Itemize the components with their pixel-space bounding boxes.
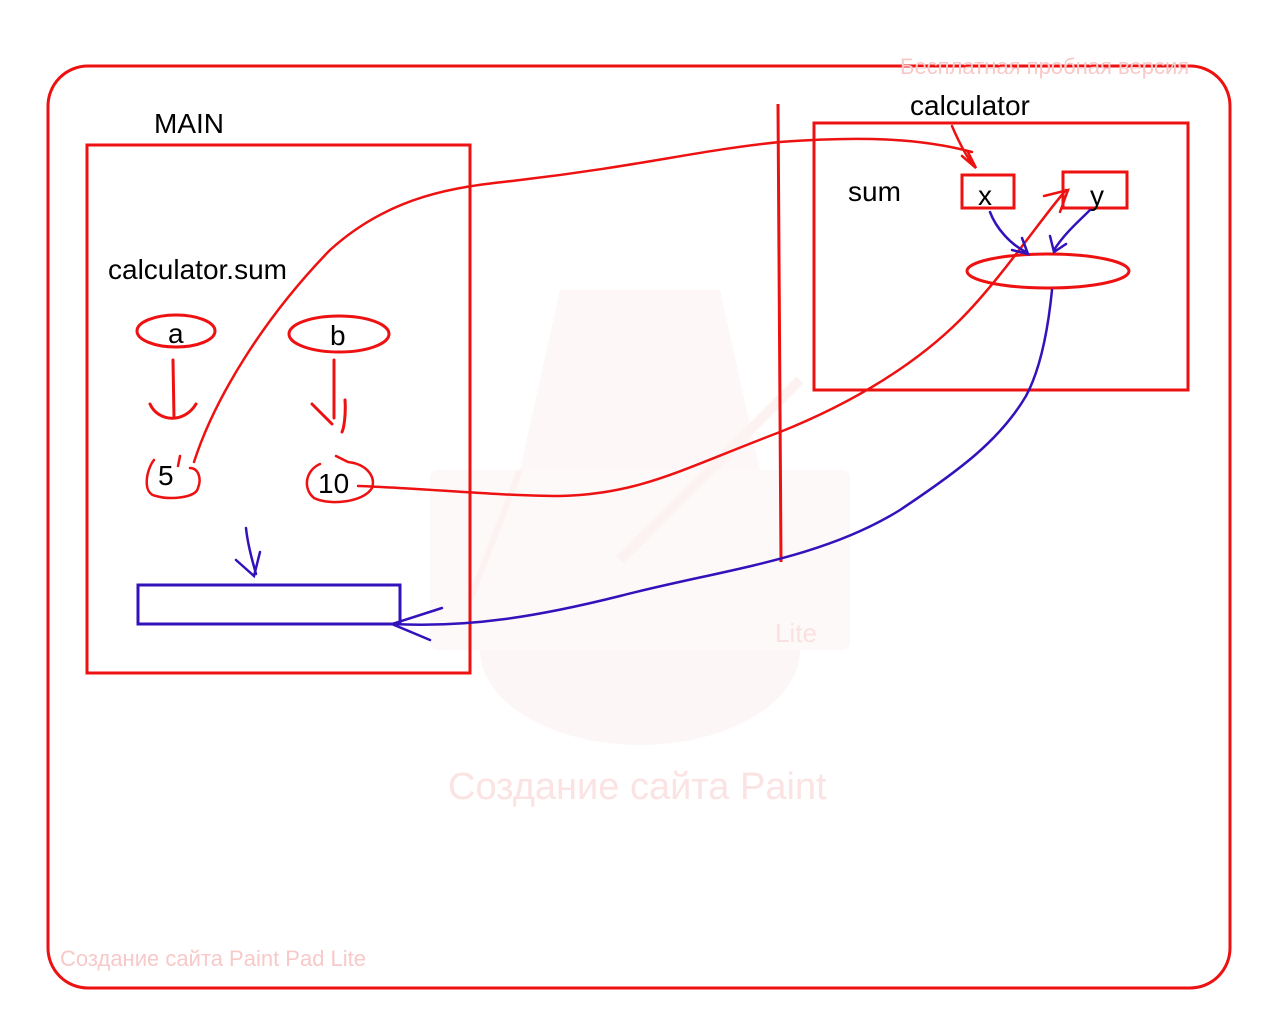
param-x-label: x bbox=[978, 180, 992, 211]
param-a-label: a bbox=[168, 318, 184, 349]
watermark-trial: Бесплатная пробная версия bbox=[900, 54, 1190, 79]
value-b-label: 10 bbox=[318, 468, 350, 499]
arrow-x-to-result bbox=[988, 210, 1031, 256]
value-a-label: 5 bbox=[158, 460, 174, 491]
main-result-box bbox=[136, 583, 402, 626]
watermark-bottom: Создание сайта Paint Pad Lite bbox=[60, 946, 367, 971]
call-label: calculator.sum bbox=[108, 254, 287, 285]
outer-frame bbox=[46, 64, 1232, 990]
arrow-return-to-main bbox=[388, 288, 1054, 642]
watermark-logo-badge: Lite bbox=[775, 618, 817, 648]
param-b-circle bbox=[287, 314, 391, 354]
arrow-a-down bbox=[148, 358, 198, 420]
arrow-5-to-x bbox=[192, 124, 978, 464]
value-10-scribble bbox=[305, 454, 375, 504]
main-title: MAIN bbox=[154, 108, 224, 139]
param-y-label: y bbox=[1090, 180, 1104, 211]
arrow-y-to-result bbox=[1048, 208, 1092, 255]
calculator-title: calculator bbox=[910, 90, 1030, 121]
method-label: sum bbox=[848, 176, 901, 207]
calculator-box bbox=[812, 121, 1190, 392]
value-5-scribble bbox=[145, 454, 201, 500]
arrow-10-to-y bbox=[356, 188, 1070, 498]
arrow-into-result-box bbox=[234, 526, 262, 579]
arrow-b-down bbox=[310, 358, 347, 434]
main-box bbox=[85, 143, 472, 675]
param-a-circle bbox=[135, 313, 217, 349]
result-ellipse bbox=[965, 252, 1131, 290]
param-x-box bbox=[960, 173, 1016, 210]
divider-line bbox=[776, 103, 783, 563]
param-b-label: b bbox=[330, 320, 346, 351]
watermark-center: Создание сайта Paint bbox=[448, 766, 827, 808]
